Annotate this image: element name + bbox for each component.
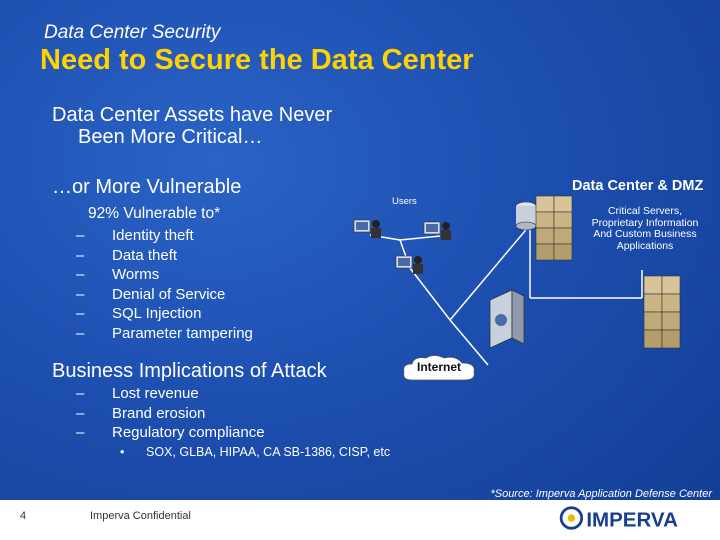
slide-title: Need to Secure the Data Center <box>40 44 474 76</box>
network-diagram <box>353 195 681 366</box>
list-item: Lost revenue <box>76 384 265 404</box>
compliance-list: SOX, GLBA, HIPAA, CA SB-1386, CISP, etc <box>120 444 390 460</box>
vulnerable-headline: …or More Vulnerable <box>52 176 242 198</box>
server-rack-icon <box>643 275 681 349</box>
list-item: Denial of Service <box>76 285 253 305</box>
footer-band <box>0 500 720 540</box>
list-item: Parameter tampering <box>76 324 253 344</box>
list-item: Identity theft <box>76 226 253 246</box>
internet-cloud-icon <box>403 355 475 381</box>
source-note: *Source: Imperva Application Defense Cen… <box>490 488 712 500</box>
caption-line: Applications <box>616 239 674 252</box>
internet-label: Internet <box>416 360 461 374</box>
data-center-caption: Critical Servers, Proprietary Informatio… <box>574 205 716 252</box>
caption-line: And Custom Business <box>593 228 697 240</box>
confidential-label: Imperva Confidential <box>90 510 191 522</box>
list-item: Regulatory compliance <box>76 423 265 443</box>
user-workstation-icon <box>395 255 423 274</box>
users-label: Users <box>392 196 417 207</box>
logo-text: IMPERVA <box>586 508 678 531</box>
user-workstation-icon <box>423 221 451 240</box>
list-item: SQL Injection <box>76 304 253 324</box>
assets-headline: Data Center Assets have Never Been More … <box>52 104 332 148</box>
implications-list: Lost revenue Brand erosion Regulatory co… <box>76 384 265 443</box>
server-rack-icon <box>535 195 573 261</box>
list-item: Worms <box>76 265 253 285</box>
implications-headline: Business Implications of Attack <box>52 360 327 382</box>
assets-headline-line1: Data Center Assets have Never <box>52 104 333 126</box>
imperva-logo: IMPERVA <box>559 506 678 531</box>
vulnerable-stat: 92% Vulnerable to* <box>88 205 221 222</box>
list-item: Data theft <box>76 246 253 266</box>
assets-headline-line2: Been More Critical… <box>78 126 263 148</box>
gateway-device-icon <box>489 289 525 349</box>
page-number: 4 <box>20 510 27 522</box>
database-icon <box>515 201 537 231</box>
data-center-title: Data Center & DMZ <box>572 178 704 194</box>
vulnerability-list: Identity theft Data theft Worms Denial o… <box>76 226 253 343</box>
list-item: Brand erosion <box>76 404 265 424</box>
user-workstation-icon <box>353 219 381 238</box>
slide-kicker: Data Center Security <box>44 22 221 43</box>
caption-line: Proprietary Information <box>591 216 699 229</box>
list-item: SOX, GLBA, HIPAA, CA SB-1386, CISP, etc <box>120 444 390 460</box>
caption-line: Critical Servers, <box>607 205 683 217</box>
